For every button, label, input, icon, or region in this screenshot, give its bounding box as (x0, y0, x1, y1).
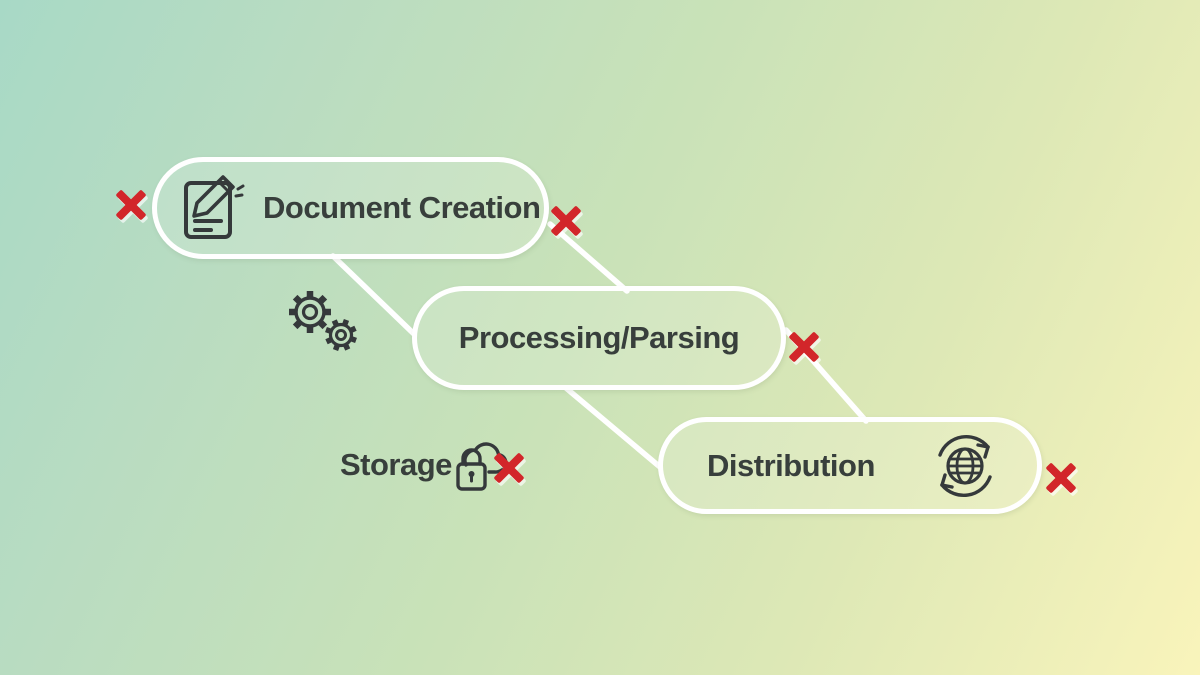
globe-sync-icon (938, 434, 992, 497)
gear-small (325, 319, 357, 351)
x-mark-icon (494, 453, 524, 483)
x-mark-icon (1046, 463, 1076, 493)
x-mark-icon (551, 206, 578, 236)
node-label-document-creation: Document Creation (263, 190, 541, 225)
storage-annotation: Storage (340, 428, 513, 502)
gear-large (289, 291, 331, 333)
storage-label: Storage (340, 447, 452, 482)
node-processing-parsing: Processing/Parsing (412, 286, 786, 390)
node-label-distribution: Distribution (707, 447, 875, 483)
x-mark-icon (116, 190, 146, 220)
node-document-creation: Document Creation (152, 157, 549, 259)
connector-proc-to-dist-left (563, 385, 663, 470)
node-distribution: Distribution (658, 417, 1042, 514)
document-edit-icon (184, 175, 245, 239)
node-label-processing-parsing: Processing/Parsing (458, 320, 740, 355)
gears-icon (289, 291, 357, 351)
connector-doc-to-proc-left (330, 253, 417, 337)
x-mark-icon (789, 332, 819, 362)
